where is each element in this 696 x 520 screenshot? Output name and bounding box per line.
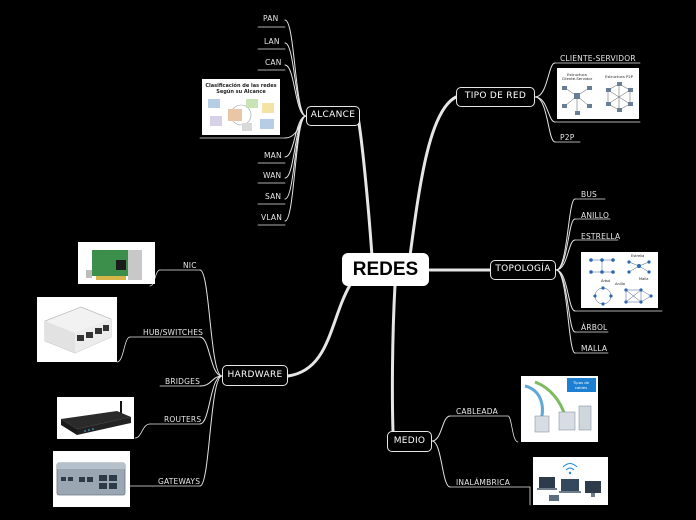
- hardware-item-nic[interactable]: NIC: [183, 261, 197, 270]
- topic-medio[interactable]: MEDIO: [387, 431, 432, 452]
- svg-text:Estrella: Estrella: [631, 254, 644, 258]
- topologia-item-malla[interactable]: MALLA: [581, 344, 608, 353]
- topologia-item-bus[interactable]: BUS: [581, 190, 597, 199]
- topologia-item-arbol[interactable]: ÁRBOL: [581, 323, 608, 332]
- svg-text:Árbol: Árbol: [601, 278, 610, 283]
- topic-alcance[interactable]: ALCANCE: [306, 106, 360, 126]
- hardware-item-routers[interactable]: ROUTERS: [164, 415, 202, 424]
- alcance-item-san[interactable]: SAN: [265, 192, 282, 201]
- alcance-item-man[interactable]: MAN: [264, 151, 282, 160]
- hardware-item-gateways[interactable]: GATEWAYS: [158, 477, 201, 486]
- tipo-item-cliente-servidor[interactable]: CLIENTE-SERVIDOR: [560, 54, 636, 63]
- topology-diagram-image: Estrella Árbol Anillo Malla: [581, 252, 658, 308]
- svg-text:Clasificación de las redes: Clasificación de las redes: [205, 82, 276, 89]
- wireless-devices-image: [533, 457, 608, 505]
- svg-text:cables: cables: [575, 385, 587, 390]
- topic-topologia[interactable]: TOPOLOGÍA: [490, 260, 556, 280]
- svg-text:Según su Alcance: Según su Alcance: [216, 88, 266, 95]
- svg-text:Estructura: Estructura: [567, 72, 587, 77]
- alcance-item-lan[interactable]: LAN: [264, 37, 280, 46]
- alcance-classification-image: Clasificación de las redes Según su Alca…: [202, 79, 280, 135]
- topic-hardware[interactable]: HARDWARE: [222, 365, 288, 386]
- topologia-item-estrella[interactable]: ESTRELLA: [581, 232, 621, 241]
- network-type-image: Estructura Cliente-Servidor Estructura P…: [557, 68, 639, 119]
- topologia-item-anillo[interactable]: ANILLO: [581, 211, 610, 220]
- medio-item-inalambrica[interactable]: INALÁMBRICA: [456, 478, 511, 487]
- hardware-item-hub-switches[interactable]: HUB/SWITCHES: [143, 328, 204, 337]
- cable-types-image: Tipos de cables: [521, 376, 598, 442]
- hub-switch-image: [37, 297, 117, 362]
- svg-text:Malla: Malla: [639, 277, 649, 281]
- router-image: [57, 397, 134, 439]
- nic-card-image: [78, 242, 155, 284]
- topic-tipo-de-red[interactable]: TIPO DE RED: [456, 87, 535, 107]
- hardware-item-bridges[interactable]: BRIDGES: [165, 377, 201, 386]
- medio-item-cableada[interactable]: CABLEADA: [456, 407, 498, 416]
- central-node-redes[interactable]: REDES: [342, 253, 429, 286]
- alcance-item-wan[interactable]: WAN: [263, 171, 282, 180]
- gateway-image: [53, 451, 130, 507]
- svg-text:Cliente-Servidor: Cliente-Servidor: [562, 76, 593, 81]
- alcance-item-pan[interactable]: PAN: [263, 14, 279, 23]
- svg-text:Estructura P2P: Estructura P2P: [605, 74, 634, 79]
- svg-text:Anillo: Anillo: [615, 282, 625, 286]
- svg-text:Tipos de: Tipos de: [572, 380, 590, 385]
- tipo-item-p2p[interactable]: P2P: [560, 133, 575, 142]
- alcance-item-can[interactable]: CAN: [265, 58, 282, 67]
- alcance-item-vlan[interactable]: VLAN: [261, 213, 283, 222]
